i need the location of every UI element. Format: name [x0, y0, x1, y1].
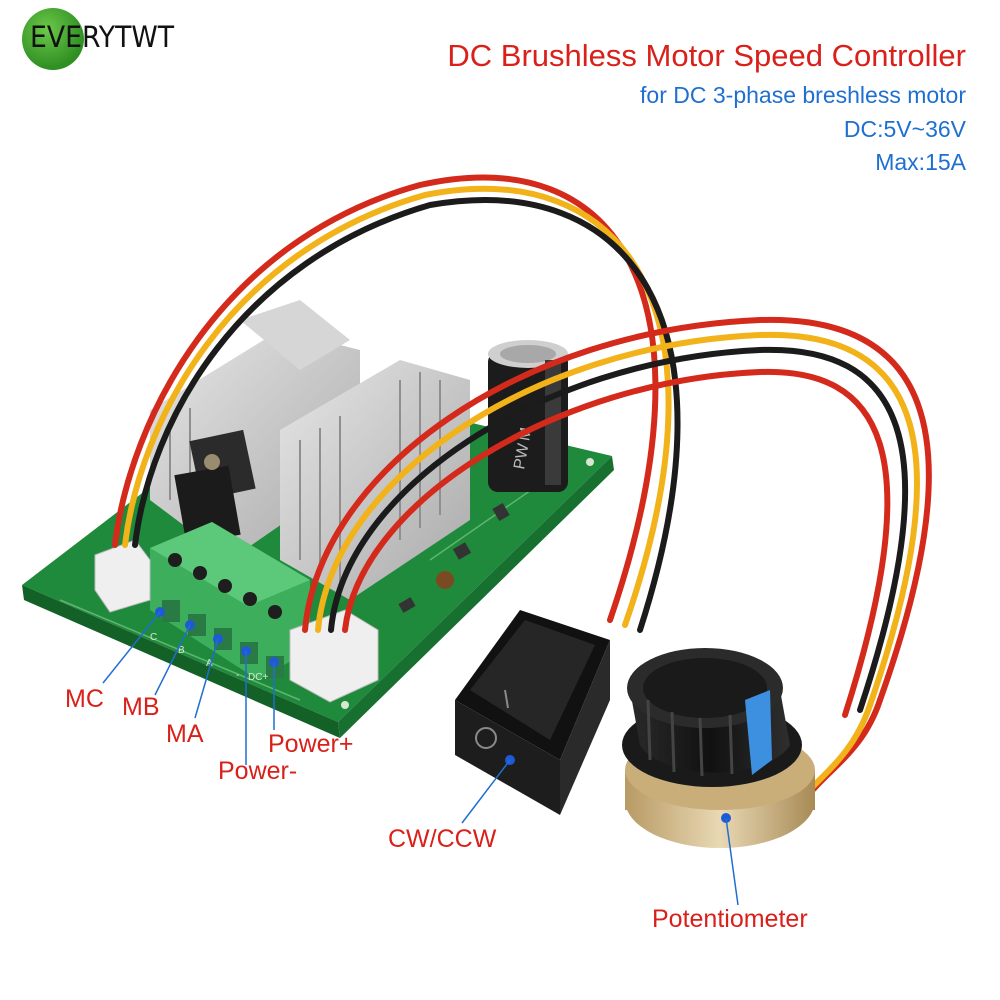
callout-mc: MC [65, 685, 104, 713]
product-title: DC Brushless Motor Speed Controller [447, 38, 966, 73]
callout-cw-ccw: CW/CCW [388, 825, 497, 853]
silk-c: C [150, 632, 157, 643]
silk-minus: - [236, 670, 239, 681]
callout-power-plus: Power+ [268, 730, 354, 758]
brand-logo [22, 8, 84, 70]
connectors [94, 539, 379, 703]
silk-a: A [206, 658, 213, 669]
terminal-block: C B A - DC+ [150, 522, 310, 683]
callout-lines [102, 611, 739, 906]
silk-b: B [178, 645, 185, 656]
callout-ma: MA [166, 720, 204, 748]
callout-mb: MB [122, 693, 160, 721]
brand-logo-text: EVERYTWT [30, 20, 175, 54]
product-subtitle: for DC 3-phase breshless motor [640, 82, 966, 108]
rocker-switch [455, 610, 610, 815]
wires [112, 174, 932, 828]
callout-power-minus: Power- [218, 757, 298, 785]
voltage-spec: DC:5V~36V [843, 116, 966, 142]
current-spec: Max:15A [875, 149, 966, 175]
callout-potentiometer: Potentiometer [652, 905, 808, 933]
silk-dcplus: DC+ [248, 672, 268, 683]
capacitor: PW M [488, 340, 568, 492]
potentiometer [622, 648, 815, 848]
